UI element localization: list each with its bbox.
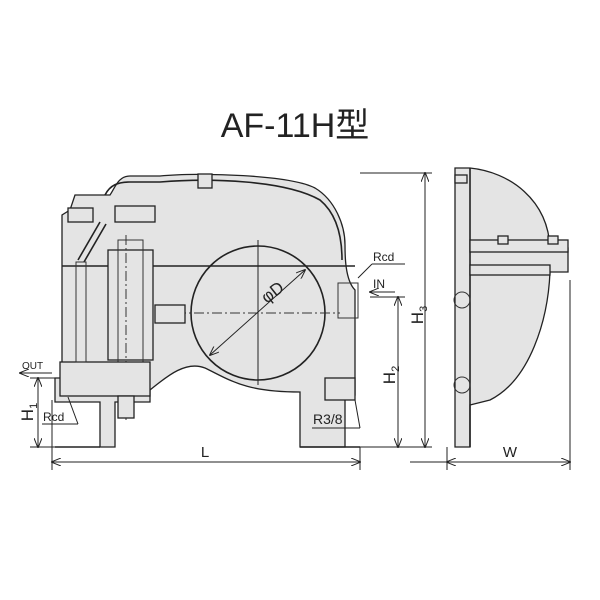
- out-label: OUT: [22, 361, 43, 372]
- side-view: [453, 167, 569, 448]
- rcd-bottom-label: Rcd: [43, 410, 64, 424]
- dimension-l: L: [201, 444, 209, 461]
- dimension-h2: H2: [380, 366, 402, 384]
- dimension-h1: H1: [18, 403, 40, 421]
- in-label: IN: [373, 277, 385, 291]
- rcd-top-label: Rcd: [373, 250, 394, 264]
- front-view: φD: [54, 173, 360, 448]
- dimension-w: W: [503, 444, 518, 461]
- extension-lines: [30, 172, 571, 470]
- r38-label: R3/8: [313, 411, 343, 427]
- drawing-title: AF-11H型: [221, 107, 370, 145]
- dimension-h3: H3: [408, 306, 430, 324]
